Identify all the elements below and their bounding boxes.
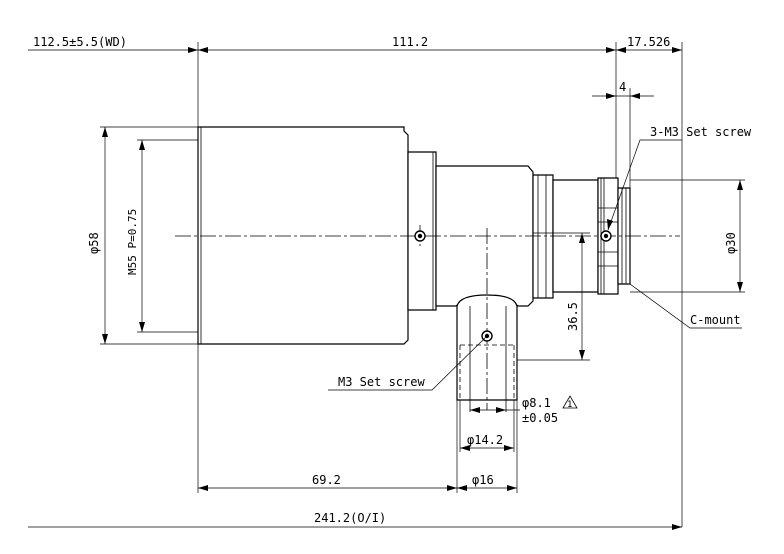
callout-set-screw-top: 3-M3 Set screw <box>650 125 752 139</box>
rear-tube <box>532 174 554 299</box>
callout-c-mount: C-mount <box>690 313 741 327</box>
dim-port-inner-diameter: φ8.1 <box>522 396 551 410</box>
dim-port-inner-tolerance: ±0.05 <box>522 411 558 425</box>
dim-front-diameter: φ58 <box>87 232 101 254</box>
dim-mount-flange: 17.526 <box>627 35 670 49</box>
dim-body-length: 111.2 <box>392 35 428 49</box>
dim-total-length: 241.2(O/I) <box>314 511 386 525</box>
dim-front-length: 69.2 <box>312 473 341 487</box>
dimension-lines <box>28 47 743 530</box>
warning-triangle-icon: 1 <box>562 395 578 410</box>
lens-body <box>197 126 631 412</box>
dim-port-height: 36.5 <box>566 302 580 331</box>
leader-lines <box>328 139 742 391</box>
extension-lines <box>28 42 745 528</box>
callout-set-screw-port: M3 Set screw <box>338 375 425 389</box>
dim-port-mid-diameter: φ14.2 <box>467 433 503 447</box>
front-barrel <box>197 126 409 345</box>
dim-mount-diameter: φ30 <box>724 232 738 254</box>
dim-mount-width: 4 <box>619 80 626 94</box>
warning-mark-number: 1 <box>567 400 572 410</box>
set-screw-mount <box>600 230 612 242</box>
set-screw-front <box>414 230 426 242</box>
dim-port-outer-diameter: φ16 <box>472 473 494 487</box>
dim-front-thread: M55 P=0.75 <box>126 209 139 275</box>
dim-wd: 112.5±5.5(WD) <box>33 35 127 49</box>
